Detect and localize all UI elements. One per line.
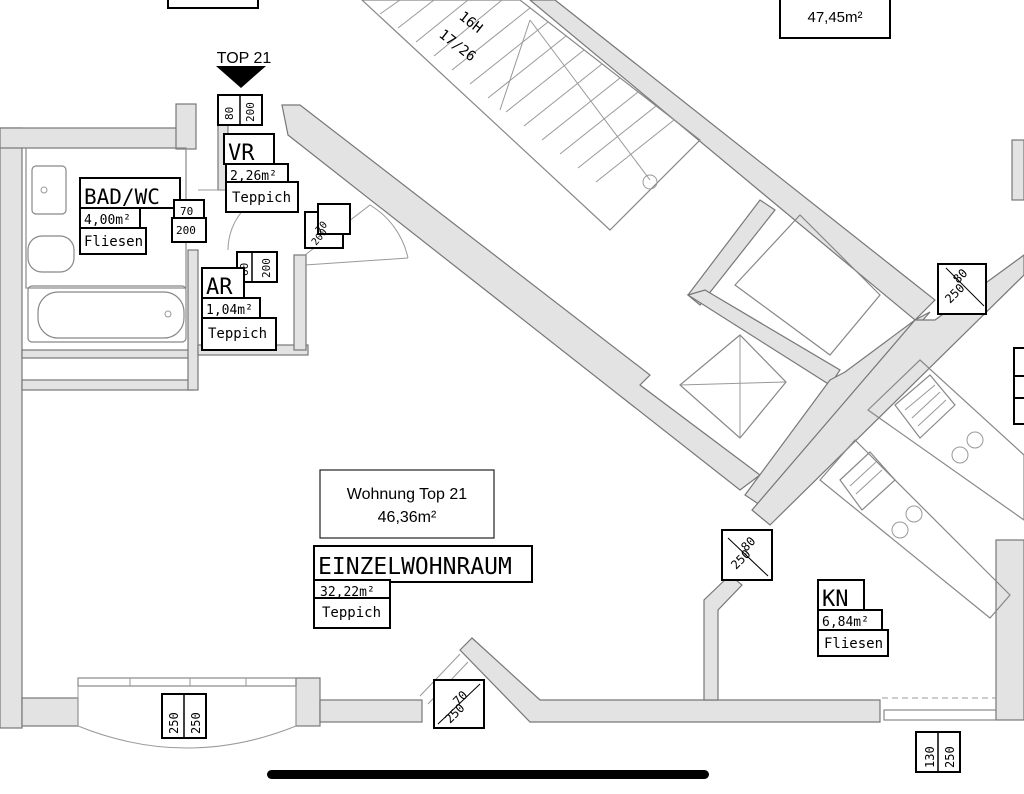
room-living-name: EINZELWOHNRAUM [318,554,512,580]
apartment-title-box: Wohnung Top 21 46,36m² [319,469,495,539]
edge-box-1 [1013,347,1024,377]
window-right-tag: 80 250 [937,263,987,315]
shaft [679,214,881,439]
room-bad: BAD/WC 4,00m² Fliesen [79,177,181,255]
wall-bottom-2 [295,677,321,727]
edge-box-2 [1013,375,1024,399]
wall-kitchen-corner [703,574,743,701]
room-bad-floor: Fliesen [84,234,143,250]
kn-window-tag: 130 250 [915,731,961,773]
bath-door-w: 70 [180,205,193,218]
room-kn-area: 6,84m² [822,615,869,630]
room-kn-floor: Fliesen [824,636,883,652]
wall-bath-bottom-2 [21,379,195,391]
wall-stair-inner [687,199,776,306]
window-bottom-w: 250 [167,712,181,734]
apartment-area: 46,36m² [378,509,437,526]
room-kn: KN 6,84m² Fliesen [817,579,889,657]
room-bad-name: BAD/WC [84,185,160,209]
entry-h: 200 [244,102,257,122]
bathroom-fixtures [25,147,187,343]
wall-diagonal [281,104,761,491]
unit-marker-arrow [216,66,266,88]
washbasin [27,235,75,273]
room-living-floor: Teppich [322,605,381,621]
wall-shaft-top [686,289,841,386]
kitchen-sink-1 [894,374,956,439]
edge-box-3 [1013,397,1024,425]
kitchen-fixtures [819,359,1024,619]
neighbor-label-box [167,0,259,9]
stair-steps: 16H [456,9,486,37]
neighbor-area: 47,45m² [807,9,862,26]
window-center-tag: 80 250 [721,529,773,581]
bathtub-frame [27,285,187,343]
wall-bottom-4 [459,637,881,723]
window-bottom-tag: 250 250 [161,693,207,739]
room-ar-area: 1,04m² [206,303,253,318]
entry-w: 80 [223,107,236,120]
bay-window [77,677,297,749]
toilet [31,165,67,215]
room-vr-area: 2,26m² [230,169,277,184]
balcony-door-tag: 70 250 [433,679,485,729]
room-bad-area: 4,00m² [84,213,131,228]
wall-bottom-1 [21,697,79,727]
window-bottom-h: 250 [189,712,203,734]
bath-door-h: 200 [176,224,196,237]
room-living-area: 32,22m² [320,585,375,600]
wall-top-left [0,127,179,149]
room-living: EINZELWOHNRAUM 32,22m² Teppich [313,545,533,629]
vr-door-tag: 70 200 [304,203,351,249]
kn-window-h: 250 [943,746,957,768]
wall-bath-top [175,103,197,150]
wall-bath-bottom [21,349,193,359]
room-ar: AR 1,04m² Teppich [201,267,277,351]
home-indicator[interactable] [267,770,709,779]
kn-window-w: 130 [923,746,937,768]
ar-door-h: 200 [260,258,273,278]
room-kn-name: KN [822,587,849,612]
bath-door-tag: 70 200 [171,199,207,243]
room-vr: VR 2,26m² Teppich [223,133,299,213]
entry-door-tag: 80 200 [217,94,263,126]
room-ar-floor: Teppich [208,326,267,342]
wall-stair-right [529,0,936,321]
neighbor-area-box [779,0,891,39]
unit-marker: TOP 21 [217,50,272,67]
kitchen-sink-2 [839,451,896,511]
bathtub [37,291,185,339]
wall-bath-right [187,249,199,391]
room-vr-floor: Teppich [232,190,291,206]
apartment-title: Wohnung Top 21 [347,486,468,503]
wall-bottom-3 [319,699,423,723]
wall-right [995,539,1024,721]
room-ar-name: AR [206,275,233,300]
wall-right-top [1011,139,1024,201]
room-vr-name: VR [228,141,255,166]
wall-ar-right [293,254,307,351]
wall-left [0,127,23,729]
kn-window-frame [883,709,997,721]
